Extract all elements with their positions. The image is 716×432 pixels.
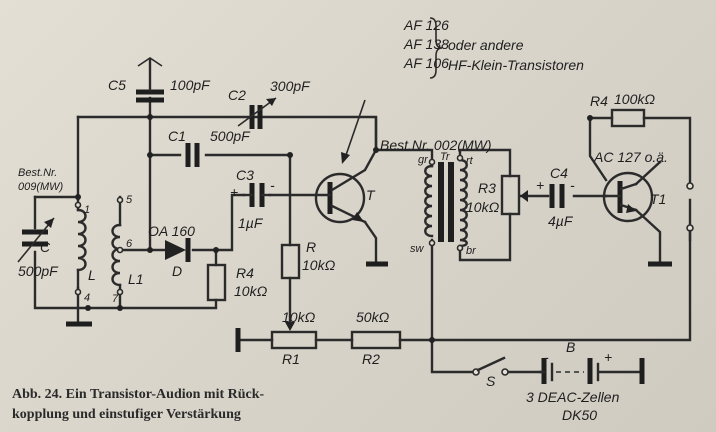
label-c5: C5 [108,77,126,93]
label-c1: C1 [168,128,186,144]
label-r4-left: R4 [236,265,254,281]
label-c3-value: 1µF [238,215,264,231]
label-tr-part: Best.Nr. 002(MW) [380,137,492,153]
label-coil-part: 009(MW) [18,181,64,193]
capacitor-c4 [549,184,565,208]
label-pin-6: 6 [126,238,133,250]
resistor-r4-left [206,263,227,302]
transistor-type-2: AF 138 [403,36,449,52]
label-br: br [466,245,477,257]
label-rt: rt [466,155,474,167]
label-r4-right-value: 100kΩ [614,91,655,107]
r1-wiper [285,322,295,331]
transistor-type-1: AF 126 [403,17,449,33]
label-c4: C4 [550,165,568,181]
label-sw: sw [410,243,425,255]
transistor-t1 [602,171,654,223]
label-pin-5: 5 [126,194,133,206]
label-coil-best: Best.Nr. [18,167,57,179]
label-r-value: 10kΩ [302,257,336,273]
label-r2-value: 50kΩ [356,309,390,325]
capacitor-c5 [136,57,164,103]
label-gr: gr [418,154,429,166]
label-battery-line1: 3 DEAC-Zellen [526,389,620,405]
capacitor-c [17,217,55,263]
transistor-list-brace [429,17,443,79]
label-c-value: 500pF [18,263,59,279]
transistor-type-3: AF 106 [403,55,449,71]
label-r1: R1 [282,351,300,367]
capacitor-c2 [237,97,277,129]
label-r1-value: 10kΩ [282,309,316,325]
c3-minus: - [270,177,275,193]
label-c2-value: 300pF [270,78,311,94]
c3-plus: + [230,184,238,200]
diode-d [165,238,191,262]
label-s: S [486,373,496,389]
label-diode: D [172,263,182,279]
label-c5-value: 100pF [170,77,211,93]
label-c3: C3 [236,167,254,183]
label-r: R [306,239,316,255]
output-terminal-top [686,182,694,190]
transformer-tr [424,158,468,248]
resistor-r3 [500,174,521,216]
label-pin-7: 7 [112,293,119,305]
label-pin-4: 4 [84,292,90,304]
label-t: T [366,187,376,203]
capacitor-c1 [185,143,200,167]
label-battery-line2: DK50 [562,407,597,423]
caption-line-1: Abb. 24. Ein Transistor-Audion mit Rück- [12,387,265,402]
transistor-t [314,99,378,224]
label-c2: C2 [228,87,246,103]
resistor-r4-right [610,108,646,128]
label-r4-left-value: 10kΩ [234,283,268,299]
battery-minus: - [544,349,549,365]
label-t1: T1 [650,191,666,207]
label-diode-type: OA 160 [148,223,195,239]
transistor-note-1: oder andere [448,37,524,53]
resistor-r2 [350,330,402,350]
caption-line-2: kopplung und einstufiger Verstärkung [12,407,241,422]
resistor-r [280,243,301,280]
label-c4-value: 4µF [548,213,574,229]
battery-plus: + [604,349,612,365]
transistor-note-2: HF-Klein-Transistoren [448,57,584,73]
label-r3: R3 [478,180,496,196]
label-r2: R2 [362,351,380,367]
label-r4-right: R4 [590,93,608,109]
label-t1-type: AC 127 o.ä. [593,149,668,165]
label-r3-value: 10kΩ [466,199,500,215]
label-c1-value: 500pF [210,128,251,144]
r3-wiper [520,190,528,202]
label-pin-1: 1 [84,204,90,216]
battery-b [538,358,645,384]
c4-minus: - [570,177,575,193]
c4-plus: + [536,177,544,193]
label-tr: Tr [440,151,451,163]
resistor-r1 [270,330,318,350]
label-b: B [566,339,575,355]
label-l1: L1 [128,271,144,287]
label-c: C [40,239,51,255]
label-l: L [88,267,96,283]
capacitor-c3 [242,183,272,207]
coil-l1 [111,223,122,292]
switch-s [472,356,509,376]
